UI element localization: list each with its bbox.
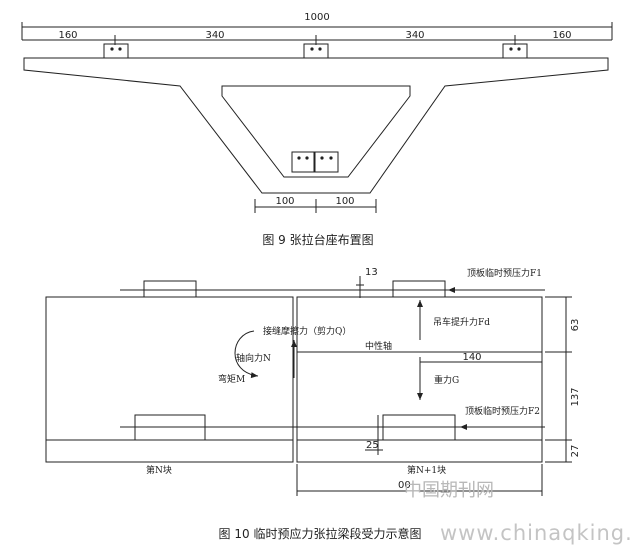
watermark-url: www.chinaqking.com	[440, 521, 631, 545]
box-girder-section	[21, 22, 613, 213]
anchor-block-bottom-right	[314, 151, 339, 173]
dim-13-label: 13	[365, 267, 378, 278]
dim-27-label: 27	[570, 445, 581, 458]
dim-left-cantilever-label: 160	[58, 30, 77, 41]
anchor-block-middle	[303, 43, 329, 59]
anchor-block-right	[502, 43, 528, 59]
anchor-block-left	[103, 43, 129, 59]
figure-10-caption: 图 10 临时预应力张拉梁段受力示意图	[219, 526, 422, 541]
dim-right-cantilever-label: 160	[552, 30, 571, 41]
dim-left-span-label: 340	[205, 30, 224, 41]
dim-right-span-label: 340	[405, 30, 424, 41]
crane-lift-label: 吊车提升力Fd	[433, 316, 490, 328]
gravity-label: 重力G	[434, 374, 459, 386]
moment-label: 弯矩M	[218, 373, 245, 385]
anchor-holes	[110, 47, 521, 160]
force-f1-label: 顶板临时预压力F1	[467, 267, 542, 279]
axial-force-label: 轴向力N	[236, 352, 271, 364]
girder-inner-void	[221, 85, 411, 178]
top-anchor-block-n1	[392, 280, 446, 298]
block-n1-label: 第N+1块	[407, 464, 446, 476]
dim-total-label: 1000	[304, 12, 329, 23]
neutral-axis-label: 中性轴	[365, 340, 392, 352]
figure-9-caption: 图 9 张拉台座布置图	[262, 232, 373, 247]
dim-25-label: 25	[366, 440, 379, 451]
moment-arc	[234, 330, 259, 379]
dim-63-label: 63	[570, 319, 581, 332]
top-anchor-block-n	[143, 280, 197, 298]
girder-outer-outline	[23, 57, 609, 194]
dim-bottom-partial-label: 00	[398, 480, 411, 491]
dim-137-label: 137	[570, 387, 581, 406]
watermark-cn: 中国期刊网	[404, 480, 494, 501]
segment-force-diagram	[45, 276, 572, 496]
anchor-block-bottom-left	[291, 151, 315, 173]
joint-shear-label: 接缝摩擦力（剪力Q）	[263, 325, 351, 337]
block-n-label: 第N块	[146, 464, 172, 476]
block-n-outline	[45, 296, 294, 463]
dim-bottom-right-label: 100	[335, 196, 354, 207]
dim-140-label: 140	[462, 352, 481, 363]
force-f2-label: 顶板临时预压力F2	[465, 405, 540, 417]
dim-bottom-left-label: 100	[275, 196, 294, 207]
